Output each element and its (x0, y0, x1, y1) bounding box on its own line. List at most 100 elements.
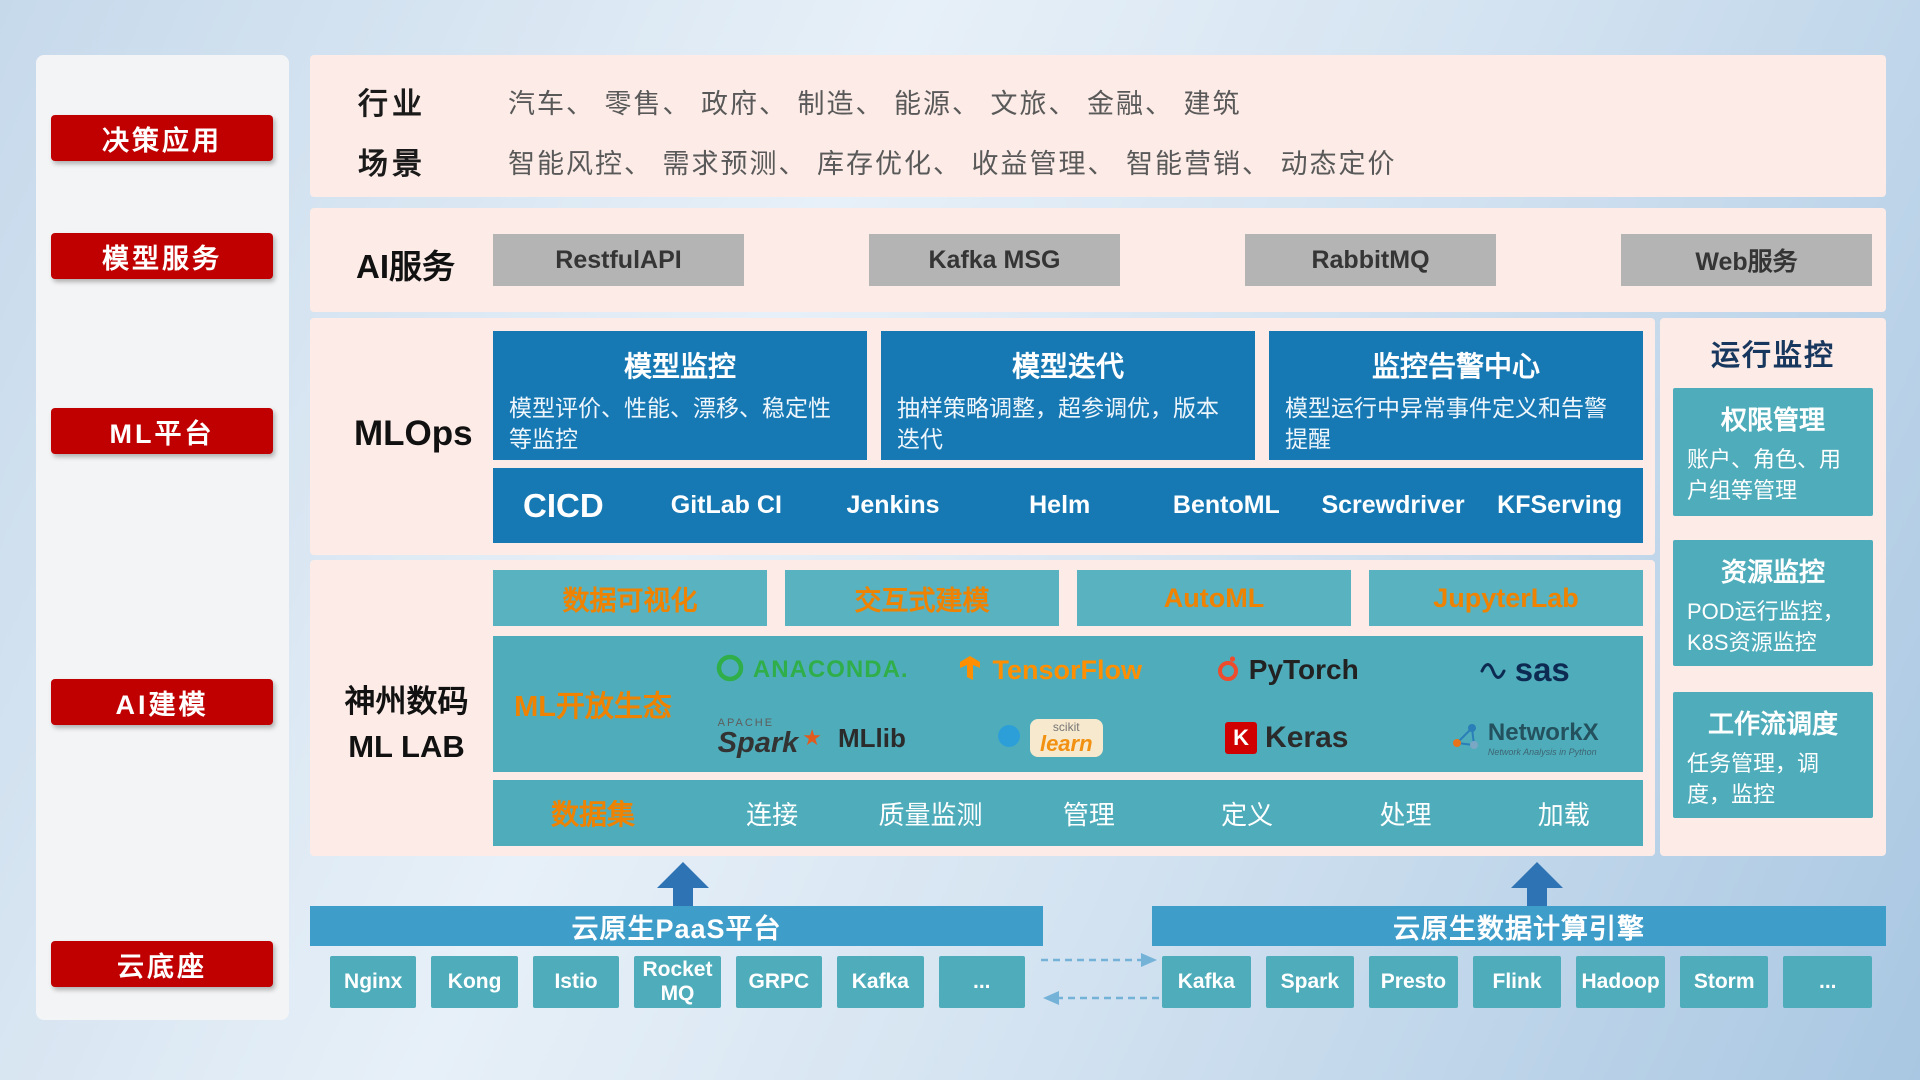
data-exchange-arrows (1041, 953, 1159, 1005)
networkx-graph-icon (1450, 721, 1480, 756)
scene-list: 智能风控、 需求预测、 库存优化、 收益管理、 智能营销、 动态定价 (508, 148, 1397, 179)
spark-star-icon (802, 725, 822, 751)
rail-item-model-service: 模型服务 (51, 233, 273, 279)
arrow-head (657, 862, 709, 888)
tensorflow-logo: TensorFlow (931, 653, 1169, 688)
ai-service-buttons: RestfulAPI Kafka MSG RabbitMQ Web服务 (493, 234, 1872, 286)
networkx-subtitle: Network Analysis in Python (1487, 746, 1597, 757)
card-desc: 抽样策略调整，超参调优，版本迭代 (897, 395, 1219, 453)
tool-interactive-modeling: 交互式建模 (785, 570, 1059, 626)
chip-istio: Istio (532, 956, 620, 1008)
dataset-quality: 质量监测 (878, 799, 983, 830)
pytorch-flame-icon (1215, 653, 1241, 688)
chip-hadoop: Hadoop (1576, 956, 1665, 1008)
dataset-connect: 连接 (746, 799, 799, 830)
tool-jupyterlab: JupyterLab (1369, 570, 1643, 626)
rail-item-ai-modeling: AI建模 (51, 679, 273, 725)
scikit-learn-logo: scikit learn (931, 719, 1169, 757)
spark-mllib-logo: APACHE Spark MLlib (693, 718, 931, 758)
chip-flink: Flink (1472, 956, 1562, 1008)
ml-open-ecosystem: ML开放生态 ANACONDA. TensorFlow (493, 636, 1643, 772)
mlops-band: MLOps 模型监控 模型评价、性能、漂移、稳定性等监控 模型迭代 抽样策略调整… (310, 318, 1655, 555)
industry-label: 行业 (358, 88, 426, 121)
mlops-cards: 模型监控 模型评价、性能、漂移、稳定性等监控 模型迭代 抽样策略调整，超参调优，… (493, 331, 1643, 460)
spark-wordmark: APACHE Spark (718, 718, 799, 758)
mllib-wordmark: MLlib (837, 722, 906, 753)
arrow-stem (1527, 888, 1547, 906)
cicd-row: CICD GitLab CI Jenkins Helm BentoML Scre… (493, 468, 1643, 543)
keras-wordmark: Keras (1265, 721, 1349, 754)
networkx-wordmark: NetworkX Network Analysis in Python (1488, 719, 1599, 757)
chip-more: ... (938, 956, 1025, 1008)
rail-item-cloud-base: 云底座 (51, 941, 273, 987)
dataset-manage: 管理 (1062, 799, 1115, 830)
rail-item-ml-platform: ML平台 (51, 408, 273, 454)
mlops-label: MLOps (354, 414, 473, 453)
ai-service-label: AI服务 (356, 248, 455, 285)
industry-list: 汽车、 零售、 政府、 制造、 能源、 文旅、 金融、 建筑 (508, 88, 1242, 119)
card-title: 模型监控 (623, 351, 736, 382)
spark-text: Spark (717, 727, 799, 759)
chip-presto: Presto (1369, 956, 1458, 1008)
tensorflow-wordmark: TensorFlow (992, 654, 1142, 685)
chip-grpc: GRPC (735, 956, 823, 1008)
sas-logo: sas (1406, 651, 1644, 689)
networkx-logo: NetworkX Network Analysis in Python (1406, 719, 1644, 757)
pytorch-logo: PyTorch (1168, 653, 1406, 688)
compute-engine-bar: 云原生数据计算引擎 (1152, 906, 1886, 946)
up-arrow-paas (657, 862, 709, 906)
card-resource-monitoring: 资源监控 POD运行监控，K8S资源监控 (1673, 540, 1873, 666)
scikit-learn-text: learn (1039, 731, 1093, 756)
ml-lab-label: 神州数码 ML LAB (324, 680, 489, 770)
ecosystem-logo-grid: ANACONDA. TensorFlow PyTorch (693, 636, 1643, 772)
card-model-iteration: 模型迭代 抽样策略调整，超参调优，版本迭代 (881, 331, 1255, 460)
cicd-gitlab-ci: GitLab CI (670, 491, 782, 519)
dataset-label: 数据集 (550, 799, 635, 830)
card-title: 模型迭代 (1011, 351, 1124, 382)
industry-scenario-band: 行业 汽车、 零售、 政府、 制造、 能源、 文旅、 金融、 建筑 场景 智能风… (310, 55, 1886, 197)
service-rabbitmq: RabbitMQ (1245, 234, 1496, 286)
sas-wordmark: sas (1514, 651, 1570, 688)
ml-lab-label-line2: ML LAB (348, 728, 465, 764)
cicd-bentoml: BentoML (1172, 491, 1280, 519)
tensorflow-icon (956, 653, 984, 688)
sas-swirl-icon (1479, 656, 1507, 685)
card-desc: 账户、角色、用户组等管理 (1687, 447, 1842, 503)
chip-kong: Kong (431, 956, 518, 1008)
keras-k-icon: K (1225, 722, 1258, 754)
compute-components: Kafka Spark Presto Flink Hadoop Storm ..… (1162, 956, 1873, 1008)
service-kafka-msg: Kafka MSG (869, 234, 1120, 286)
card-desc: POD运行监控，K8S资源监控 (1687, 599, 1845, 655)
service-web: Web服务 (1621, 234, 1872, 286)
scikit-wordmark: scikit learn (1029, 719, 1103, 757)
keras-logo: K Keras (1168, 721, 1406, 755)
cicd-screwdriver: Screwdriver (1321, 491, 1465, 519)
ml-lab-band: 神州数码 ML LAB 数据可视化 交互式建模 AutoML JupyterLa… (310, 560, 1655, 856)
dataset-row: 数据集 连接 质量监测 管理 定义 处理 加载 (493, 780, 1643, 846)
pytorch-wordmark: PyTorch (1248, 654, 1359, 685)
card-workflow-scheduling: 工作流调度 任务管理，调度，监控 (1673, 692, 1873, 818)
chip-nginx: Nginx (330, 956, 417, 1008)
card-desc: 模型评价、性能、漂移、稳定性等监控 (509, 395, 831, 453)
card-title: 资源监控 (1720, 557, 1825, 587)
service-restfulapi: RestfulAPI (493, 234, 744, 286)
card-desc: 模型运行中异常事件定义和告警提醒 (1285, 395, 1607, 453)
card-title: 工作流调度 (1707, 709, 1838, 739)
runtime-monitor-column: 运行监控 权限管理 账户、角色、用户组等管理 资源监控 POD运行监控，K8S资… (1660, 318, 1886, 856)
chip-kafka: Kafka (1162, 956, 1251, 1008)
ecosystem-label: ML开放生态 (514, 691, 672, 723)
scikit-top-text: scikit (1052, 720, 1080, 734)
card-alert-center: 监控告警中心 模型运行中异常事件定义和告警提醒 (1269, 331, 1643, 460)
arrow-stem (673, 888, 693, 906)
chip-storm: Storm (1679, 956, 1769, 1008)
scene-label: 场景 (358, 148, 426, 181)
card-title: 监控告警中心 (1371, 351, 1540, 382)
chip-spark: Spark (1265, 956, 1355, 1008)
tool-automl: AutoML (1077, 570, 1351, 626)
paas-platform-bar: 云原生PaaS平台 (310, 906, 1043, 946)
card-model-monitoring: 模型监控 模型评价、性能、漂移、稳定性等监控 (493, 331, 867, 460)
tool-data-visualization: 数据可视化 (493, 570, 767, 626)
card-title: 权限管理 (1720, 405, 1825, 435)
networkx-text: NetworkX (1487, 719, 1599, 747)
